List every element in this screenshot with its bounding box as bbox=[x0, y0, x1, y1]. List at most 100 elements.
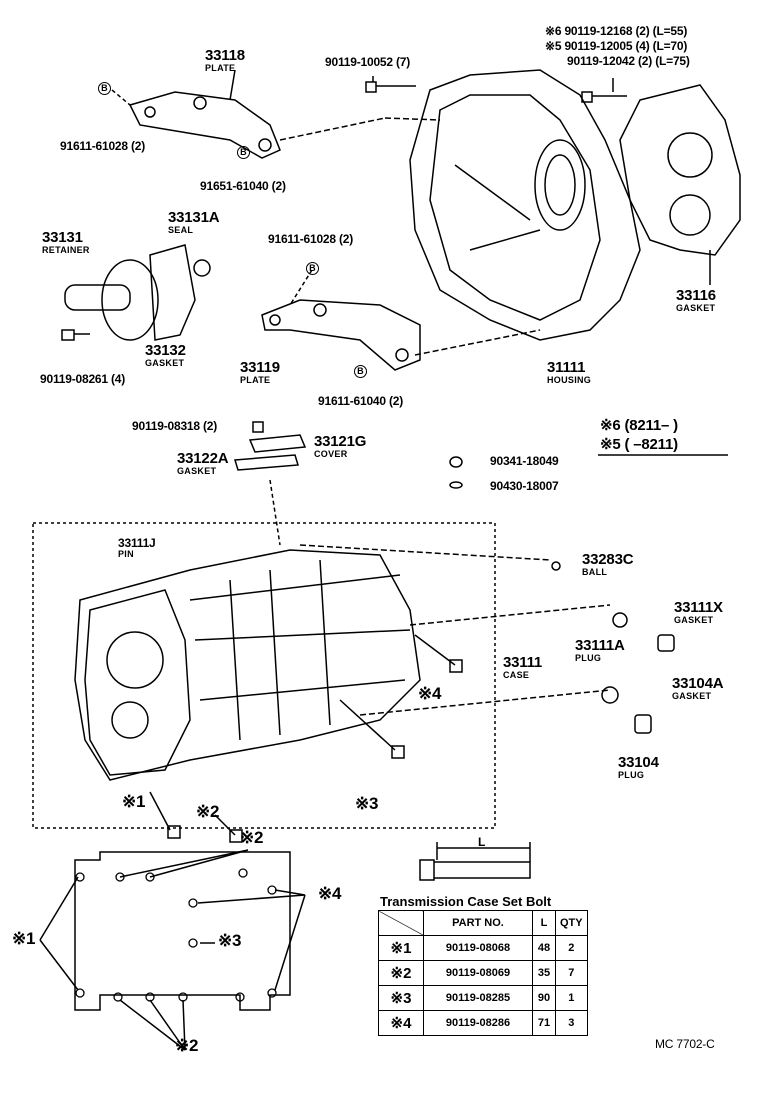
part-name: PLATE bbox=[205, 63, 236, 73]
gasket-33132 bbox=[149, 244, 196, 341]
length-cell: 90 bbox=[532, 985, 556, 1011]
part-name: PIN bbox=[118, 549, 134, 559]
label-90430-18007: 90430-18007 bbox=[490, 479, 559, 493]
length-cell: 35 bbox=[532, 960, 556, 986]
label-91611-61028: 91611-61028 (2) bbox=[60, 139, 146, 153]
part-name: PLATE bbox=[240, 375, 271, 385]
part-number: 33131A bbox=[168, 209, 220, 226]
bell-housing-31111 bbox=[409, 69, 641, 341]
mark-cell: ※2 bbox=[378, 960, 424, 986]
cover-33121G bbox=[248, 434, 307, 453]
bolt-mark-1: ※1 bbox=[122, 792, 146, 811]
bolt-length-icon bbox=[419, 859, 531, 881]
header-l: L bbox=[532, 910, 556, 936]
part-number: 33131 bbox=[42, 229, 83, 246]
label-91651-61040: 91651-61040 (2) bbox=[200, 179, 286, 193]
label-range-6: ※6 (8211– ) bbox=[600, 417, 678, 434]
part-cell: 90119-08285 bbox=[423, 985, 533, 1011]
part-name: PLUG bbox=[618, 770, 645, 780]
header-part-no: PART NO. bbox=[423, 910, 533, 936]
qty-cell: 1 bbox=[555, 985, 588, 1011]
table-corner-cell bbox=[378, 910, 424, 936]
label-range-5: ※5 ( –8211) bbox=[600, 436, 678, 453]
diagram-code: MC 7702-C bbox=[655, 1037, 715, 1051]
label-90119-08261: 90119-08261 (4) bbox=[40, 372, 126, 386]
b-marker: B bbox=[354, 365, 367, 378]
part-number: 33283C bbox=[582, 551, 634, 568]
qty-cell: 2 bbox=[555, 935, 588, 961]
plate-33118 bbox=[128, 91, 281, 159]
qty-cell: 3 bbox=[555, 1010, 588, 1036]
b-marker: B bbox=[306, 262, 319, 275]
part-name: GASKET bbox=[674, 615, 714, 625]
header-qty: QTY bbox=[555, 910, 588, 936]
label-91611-61028-b: 91611-61028 (2) bbox=[268, 232, 354, 246]
part-name: BALL bbox=[582, 567, 608, 577]
part-name: PLUG bbox=[575, 653, 602, 663]
flange-mark-4: ※4 bbox=[318, 884, 342, 903]
flange-mark-1: ※1 bbox=[12, 929, 36, 948]
length-cell: 71 bbox=[532, 1010, 556, 1036]
table-header-row: PART NO. L QTY bbox=[378, 910, 588, 936]
part-name: SEAL bbox=[168, 225, 194, 235]
label-bolt-6: ※6 90119-12168 (2) (L=55) bbox=[545, 24, 688, 38]
part-name: HOUSING bbox=[547, 375, 592, 385]
part-number: 33111A bbox=[575, 637, 625, 654]
mark-cell: ※4 bbox=[378, 1010, 424, 1036]
part-cell: 90119-08069 bbox=[423, 960, 533, 986]
part-number: 31111 bbox=[547, 359, 586, 376]
part-cell: 90119-08068 bbox=[423, 935, 533, 961]
mark-cell: ※1 bbox=[378, 935, 424, 961]
label-90119-10052: 90119-10052 (7) bbox=[325, 55, 411, 69]
length-label: L bbox=[478, 835, 486, 849]
part-cell: 90119-08286 bbox=[423, 1010, 533, 1036]
gasket-33116 bbox=[619, 84, 741, 256]
flange-mark-3: ※3 bbox=[218, 931, 242, 950]
part-number: 33122A bbox=[177, 450, 229, 467]
retainer-33131 bbox=[64, 284, 131, 311]
part-number: 33119 bbox=[240, 359, 280, 376]
label-90341-18049: 90341-18049 bbox=[490, 454, 559, 468]
part-number: 33118 bbox=[205, 47, 245, 64]
part-number: 33116 bbox=[676, 287, 716, 304]
label-91611-61040: 91611-61040 (2) bbox=[318, 394, 404, 408]
part-name: RETAINER bbox=[42, 245, 90, 255]
part-number: 33111J bbox=[118, 536, 156, 550]
bolt-mark-3: ※3 bbox=[355, 794, 379, 813]
label-bolt-plain: 90119-12042 (2) (L=75) bbox=[567, 54, 690, 68]
flange-mark-2-bottom: ※2 bbox=[175, 1036, 199, 1055]
case-assembly-box bbox=[32, 522, 496, 829]
label-bolt-5: ※5 90119-12005 (4) (L=70) bbox=[545, 39, 688, 53]
bolt-mark-2: ※2 bbox=[196, 802, 220, 821]
flange-mark-2-top: ※2 bbox=[240, 828, 264, 847]
part-number: 33121G bbox=[314, 433, 367, 450]
part-number: 33104A bbox=[672, 675, 724, 692]
length-cell: 48 bbox=[532, 935, 556, 961]
b-marker: B bbox=[98, 82, 111, 95]
b-marker: B bbox=[237, 146, 250, 159]
case-33111 bbox=[74, 549, 421, 781]
part-name: GASKET bbox=[177, 466, 217, 476]
part-name: GASKET bbox=[145, 358, 185, 368]
part-number: 33104 bbox=[618, 754, 659, 771]
